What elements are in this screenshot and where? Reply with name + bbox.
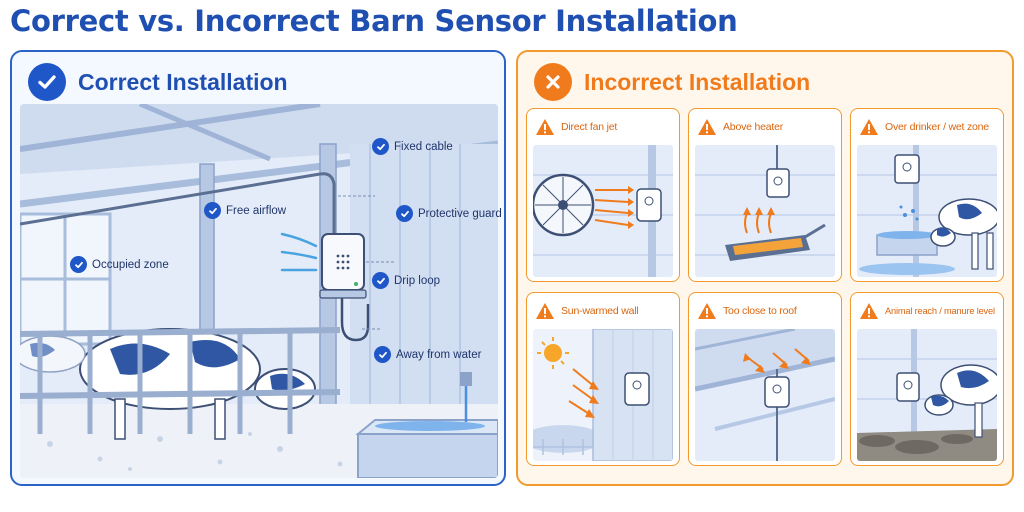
tile-header: Above heater [689,109,841,145]
tile-header: Too close to roof [689,293,841,329]
tile-direct-fan-jet: Direct fan jet [526,108,680,282]
tile-too-close-to-roof: Too close to roof [688,292,842,466]
check-circle-icon [396,205,413,222]
tile-sun-warmed-wall: Sun-warmed wall [526,292,680,466]
manure-level-illustration [857,329,997,461]
callout-protective-guard: Protective guard [396,205,502,222]
heater-illustration [695,145,835,277]
callout-fixed-cable: Fixed cable [372,138,453,155]
callout-label: Away from water [396,348,482,361]
fan-jet-illustration [533,145,673,277]
tile-header: Animal reach / manure level [851,293,1003,329]
callout-label: Free airflow [226,204,287,217]
check-circle-icon [372,138,389,155]
roof-illustration [695,329,835,461]
tile-label: Animal reach / manure level [885,306,995,316]
check-circle-icon [204,202,221,219]
warning-triangle-icon [860,303,878,319]
callout-free-airflow: Free airflow [204,202,286,219]
warning-triangle-icon [698,119,716,135]
incorrect-panel-title: Incorrect Installation [584,68,811,95]
tile-above-heater: Above heater [688,108,842,282]
x-circle-icon [534,63,572,101]
tile-label: Direct fan jet [561,121,618,133]
check-circle-icon [70,256,87,273]
warning-triangle-icon [536,303,554,319]
tile-label: Sun-warmed wall [561,305,639,317]
tile-header: Direct fan jet [527,109,679,145]
callout-label: Occupied zone [92,258,169,271]
tile-label: Too close to roof [723,305,797,317]
sun-wall-illustration [533,329,673,461]
barn-scene-illustration [20,104,498,478]
callout-label: Drip loop [394,274,441,287]
page-title: Correct vs. Incorrect Barn Sensor Instal… [10,4,738,38]
incorrect-installation-panel: Incorrect Installation Direct fan jet [516,50,1014,486]
check-circle-icon [372,272,389,289]
tile-header: Sun-warmed wall [527,293,679,329]
tile-animal-reach-manure-level: Animal reach / manure level [850,292,1004,466]
warning-triangle-icon [698,303,716,319]
correct-panel-title: Correct Installation [78,68,288,95]
callout-away-from-water: Away from water [374,346,481,363]
callout-label: Protective guard [418,207,502,220]
tile-header: Over drinker / wet zone [851,109,1003,145]
incorrect-panel-header: Incorrect Installation [534,62,810,102]
callout-drip-loop: Drip loop [372,272,440,289]
drinker-illustration [857,145,997,277]
correct-installation-panel: Correct Installation [10,50,506,486]
callout-label: Fixed cable [394,140,453,153]
correct-panel-header: Correct Installation [28,62,288,102]
check-circle-icon [374,346,391,363]
warning-triangle-icon [536,119,554,135]
tile-label: Over drinker / wet zone [885,121,989,133]
callout-occupied-zone: Occupied zone [70,256,169,273]
tile-over-drinker-wet-zone: Over drinker / wet zone [850,108,1004,282]
check-circle-icon [28,63,66,101]
warning-triangle-icon [860,119,878,135]
tile-label: Above heater [723,121,784,133]
